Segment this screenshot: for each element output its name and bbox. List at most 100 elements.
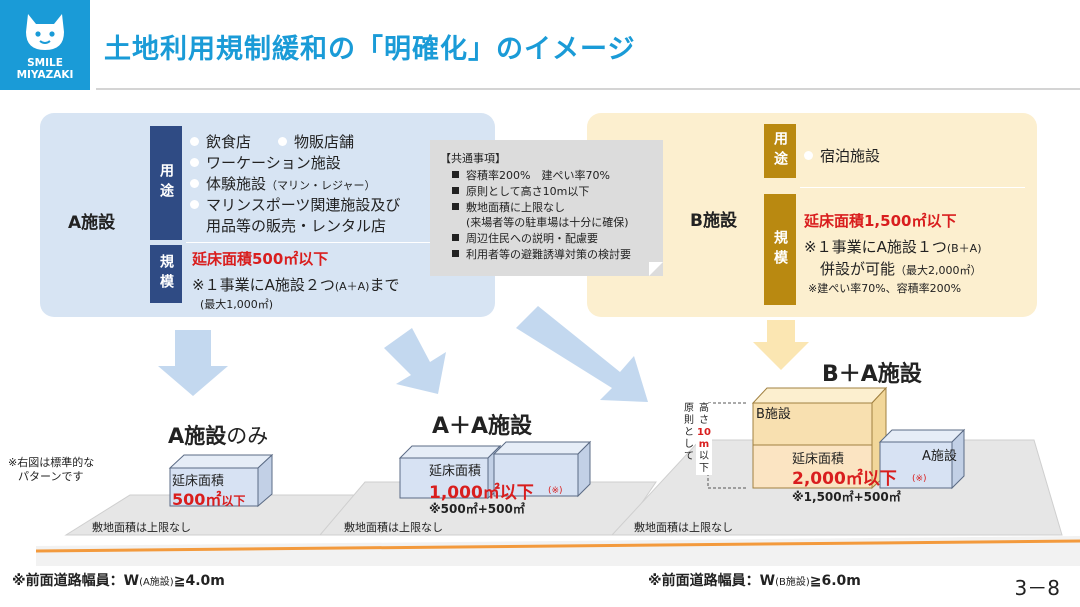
facility-b-scale-limit: 延床面積1,500㎡以下 (804, 212, 957, 230)
common-item: 周辺住民への説明・配慮要 (452, 230, 598, 246)
use-marine-sports: マリンスポーツ関連施設及び (190, 194, 400, 215)
height-label-col1: 原 則 と し て (683, 403, 695, 463)
facility-b-scale-tag-text: 規模 (772, 229, 788, 270)
facility-b-scale-note1: ※１事業にA施設１つ(B＋A) (804, 236, 982, 257)
logo: SMILE MIYAZAKI (0, 0, 90, 90)
a-plus-a-breakdown: ※500㎡+500㎡ (429, 502, 525, 516)
facility-a-panel (40, 113, 495, 317)
road-note-a-value: ≧4.0m (173, 573, 225, 589)
facility-b-divider (800, 187, 1025, 188)
a-plus-a-box-label: 延床面積 (429, 464, 482, 479)
a-only-box-label: 延床面積 (172, 474, 225, 489)
side-note-line1: ※右図は標準的な (8, 456, 95, 469)
a-only-area-suffix: 以下 (221, 494, 246, 508)
b-plus-a-box-label: 延床面積 (792, 452, 845, 467)
a-plus-a-ground-note: 敷地面積は上限なし (344, 521, 443, 534)
a-plus-a-title: A＋A施設 (432, 414, 533, 439)
facility-a-use-tag-text: 用途 (158, 163, 174, 203)
a-only-area-value: 500㎡ (172, 490, 222, 509)
facility-b-use-tag-text: 用途 (772, 131, 788, 171)
logo-text-miyazaki: MIYAZAKI (16, 69, 74, 81)
facility-b-scale-note1-text: ※１事業にA施設１つ (804, 238, 947, 256)
cat-mascot-icon (26, 14, 64, 50)
b-plus-a-area: 2,000㎡以下 (792, 469, 897, 489)
use-lodging: 宿泊施設 (804, 145, 880, 166)
use-workation: ワーケーション施設 (190, 152, 341, 173)
facility-b-label: B施設 (690, 211, 737, 231)
facility-a-scale-limit: 延床面積500㎡以下 (192, 250, 329, 268)
height-char: 以 (699, 451, 709, 462)
facility-a-use-tag: 用途 (150, 126, 182, 240)
b-plus-a-note-mark: (※) (912, 474, 927, 484)
arrow-diagonal-long-icon (516, 306, 648, 402)
facility-a-divider (186, 242, 486, 243)
use-marine-sports-cont: 用品等の販売・レンタル店 (206, 217, 387, 235)
building-a-plus-a (398, 440, 592, 500)
facility-a-scale-tag: 規模 (150, 245, 182, 303)
road-width-note-a: ※前面道路幅員：W(A施設)≧4.0m (12, 570, 225, 590)
a-only-ground-note: 敷地面積は上限なし (92, 521, 191, 534)
facility-a-scale-max: (最大1,000㎡) (200, 298, 274, 311)
facility-b-scale-note2: 併設が可能（最大2,000㎡） (820, 258, 982, 279)
a-only-title: A施設のみ (168, 420, 268, 450)
page-number: 3－8 (1014, 576, 1060, 600)
road-note-b-prefix: ※前面道路幅員：W (648, 573, 776, 589)
height-char: と (684, 427, 694, 438)
side-note-line2: パターンです (18, 470, 84, 483)
common-items-note: 【共通事項】 容積率200% 建ぺい率70% 原則として高さ10m以下 敷地面積… (430, 140, 663, 276)
use-experience: 体験施設（マリン・レジャー） (190, 173, 375, 194)
height-char: 原 (684, 403, 694, 414)
page-title: 土地利用規制緩和の「明確化」のイメージ (104, 34, 636, 65)
common-item: 容積率200% 建ぺい率70% (452, 167, 610, 183)
note-corner-fold (649, 262, 663, 276)
facility-a-scale-note-paren: (A＋A) (334, 280, 370, 293)
a-plus-a-area: 1,000㎡以下 (429, 483, 534, 503)
a-only-title-suffix: のみ (226, 424, 269, 448)
a-plus-a-note-mark: (※) (548, 486, 563, 496)
facility-a-scale-tag-text: 規模 (158, 254, 174, 294)
road-width-note-b: ※前面道路幅員：W(B施設)≧6.0m (648, 570, 861, 590)
b-plus-a-ground-note: 敷地面積は上限なし (634, 521, 733, 534)
road-note-a-paren: (A施設) (139, 577, 174, 588)
header-divider (96, 88, 1080, 90)
use-restaurant: 飲食店 (190, 131, 251, 152)
facility-b-scale-tag: 規模 (764, 194, 796, 305)
b-plus-a-a-label: A施設 (922, 449, 957, 464)
road-note-b-value: ≧6.0m (809, 573, 861, 589)
common-item: 原則として高さ10m以下 (452, 183, 589, 199)
height-value: 10 (697, 427, 711, 438)
a-only-title-main: A施設 (168, 424, 227, 448)
arrow-down-gold-icon (753, 320, 809, 370)
facility-a-label: A施設 (68, 213, 116, 233)
facility-a-scale-note: ※１事業にA施設２つ(A＋A)まで (192, 274, 400, 295)
height-label-col2: 高 さ 10 m 以 下 (696, 403, 712, 475)
facility-b-use-tag: 用途 (764, 124, 796, 178)
b-plus-a-title: B＋A施設 (822, 362, 922, 387)
building-a-only (168, 453, 274, 508)
road-center-line (35, 539, 1080, 553)
facility-a-scale-note-end: まで (369, 276, 400, 294)
height-char: て (684, 451, 694, 462)
use-retail: 物販店舗 (278, 131, 354, 152)
facility-b-scale-note2-text: 併設が可能 (820, 260, 896, 278)
logo-text-smile: SMILE (27, 57, 63, 69)
road-note-b-paren: (B施設) (775, 577, 810, 588)
road-note-a-prefix: ※前面道路幅員：W (12, 573, 140, 589)
a-only-area: 500㎡以下 (172, 486, 245, 510)
height-char: さ (699, 415, 709, 426)
height-char: 高 (699, 403, 709, 414)
arrow-diagonal-icon (384, 328, 446, 394)
facility-b-scale-note1-paren: (B＋A) (946, 242, 982, 255)
height-char: し (684, 439, 694, 450)
common-item-sub: (来場者等の駐車場は十分に確保) (466, 216, 629, 229)
facility-b-scale-note2-paren: （最大2,000㎡） (895, 264, 982, 277)
height-char: 下 (699, 463, 709, 474)
height-char: 則 (684, 415, 694, 426)
b-plus-a-b-label: B施設 (756, 407, 791, 422)
facility-a-scale-note-text: ※１事業にA施設２つ (192, 276, 335, 294)
common-item: 敷地面積に上限なし (452, 199, 565, 215)
common-item: 利用者等の避難誘導対策の検討要 (452, 246, 631, 262)
common-heading: 【共通事項】 (440, 152, 506, 165)
arrow-down-icon (158, 330, 228, 396)
